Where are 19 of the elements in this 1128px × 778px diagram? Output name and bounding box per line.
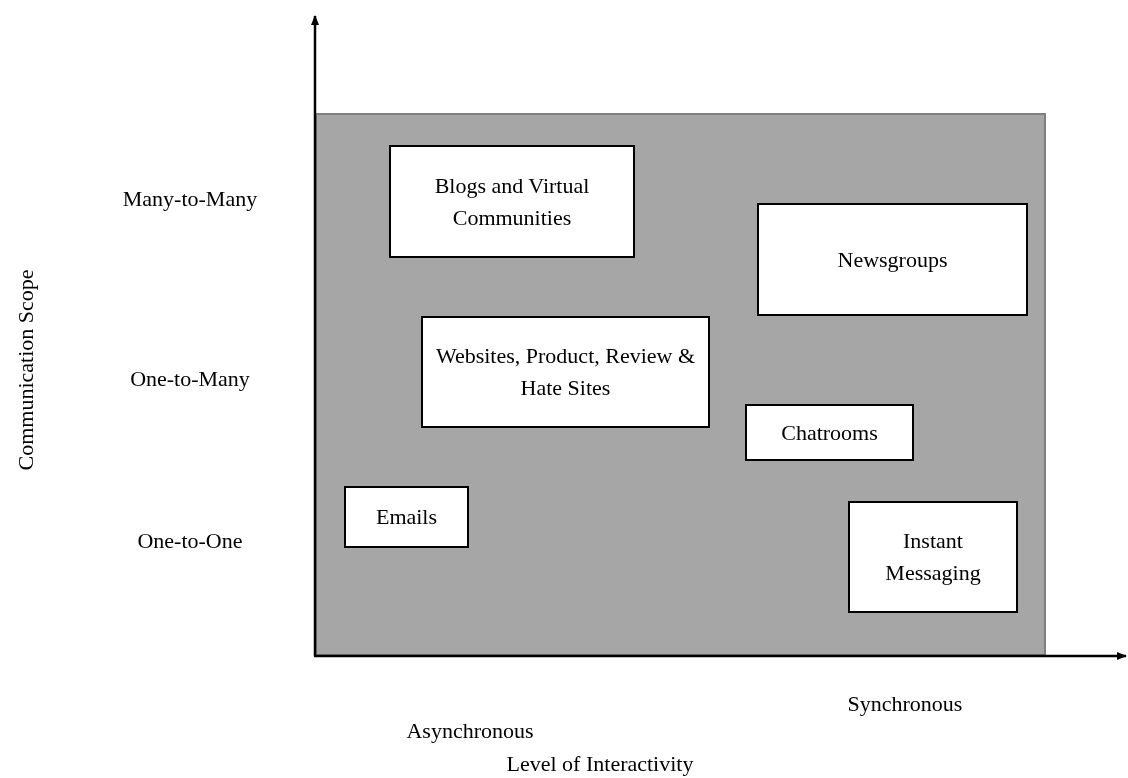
axis-category-label: One-to-One — [136, 526, 244, 555]
category-box — [848, 501, 1018, 613]
box-text: Chatrooms — [781, 418, 878, 447]
axis-category-label: Synchronous — [846, 689, 964, 718]
category-box — [344, 486, 469, 548]
axis-title: Level of Interactivity — [505, 749, 695, 778]
category-box — [389, 145, 635, 258]
axis-category-label: Many-to-Many — [121, 184, 259, 213]
box-text: Newsgroups — [837, 245, 948, 274]
box-text: Emails — [375, 503, 438, 532]
category-box — [757, 203, 1028, 316]
box-text: Instant Messaging — [884, 527, 982, 587]
category-box — [745, 404, 914, 461]
category-box — [421, 316, 710, 428]
axis-title: Communication Scope — [11, 268, 39, 473]
box-text: Websites, Product, Review & Hate Sites — [434, 342, 697, 402]
axis-category-label: One-to-Many — [129, 364, 251, 393]
box-text: Blogs and Virtual Communities — [433, 171, 591, 232]
axis-category-label: Asynchronous — [405, 716, 535, 745]
